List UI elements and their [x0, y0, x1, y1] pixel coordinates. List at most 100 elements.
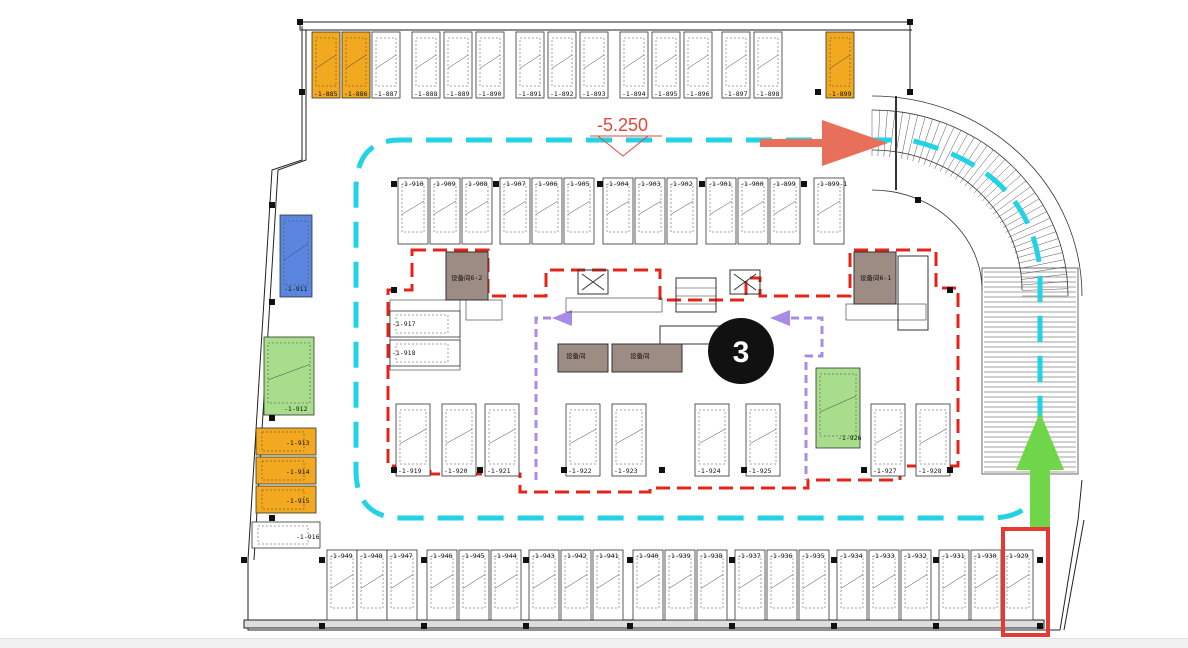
parking-stall[interactable]: -1-895 [651, 31, 681, 99]
stall-label: -1-900 [740, 180, 764, 188]
parking-stall[interactable]: -1-919 [395, 403, 431, 477]
column [815, 89, 821, 95]
parking-stall[interactable]: -1-891 [515, 31, 545, 99]
parking-stall[interactable]: -1-918 [389, 339, 461, 367]
parking-stall[interactable]: -1-900 [737, 177, 769, 245]
parking-stall[interactable]: -1-888 [411, 31, 441, 99]
stall-diagonal [773, 200, 797, 215]
parking-stall[interactable]: -1-907 [499, 177, 531, 245]
parking-stall[interactable]: -1-892 [547, 31, 577, 99]
parking-stall[interactable]: -1-905 [563, 177, 595, 245]
parking-stall[interactable]: -1-925 [745, 403, 781, 477]
parking-stall[interactable]: -1-939 [664, 549, 696, 621]
parking-stall[interactable]: -1-911 [279, 214, 313, 298]
parking-stall[interactable]: -1-927 [870, 403, 906, 477]
stall-car-outline [770, 555, 794, 609]
ramp-hatch-line [901, 113, 911, 159]
parking-stall[interactable]: -1-928 [915, 403, 951, 477]
column [523, 557, 529, 563]
parking-stall[interactable]: -1-889 [443, 31, 473, 99]
parking-stall[interactable]: -1-908 [461, 177, 493, 245]
room-a-label: 设备间 [566, 351, 586, 360]
parking-stall[interactable]: -1-917 [389, 310, 461, 338]
parking-stall[interactable]: -1-899 [825, 31, 855, 99]
parking-stall[interactable]: -1-944 [490, 549, 522, 621]
stall-outline [461, 177, 493, 245]
parking-stall[interactable]: -1-931 [938, 549, 970, 621]
parking-stall[interactable]: -1-901 [705, 177, 737, 245]
stall-diagonal [700, 574, 724, 589]
parking-stall[interactable]: -1-899-1 [813, 177, 847, 245]
stall-car-outline [741, 183, 765, 233]
parking-stall[interactable]: -1-912 [263, 336, 315, 416]
parking-stall[interactable]: -1-897 [721, 31, 751, 99]
parking-stall[interactable]: -1-932 [900, 549, 932, 621]
parking-stall[interactable]: -1-914 [255, 456, 317, 485]
stall-car-outline [615, 409, 643, 465]
stall-label: -1-929 [1005, 552, 1029, 560]
parking-stall[interactable]: -1-902 [666, 177, 698, 245]
stall-label: -1-949 [329, 552, 353, 560]
parking-stall[interactable]: -1-933 [868, 549, 900, 621]
parking-stall[interactable]: -1-922 [565, 403, 601, 477]
stall-outline [632, 549, 664, 621]
stall-label: -1-920 [444, 467, 468, 475]
column [907, 89, 913, 95]
elevation-label: -5.250 [597, 115, 648, 135]
column [597, 181, 603, 187]
parking-stall[interactable]: -1-941 [592, 549, 624, 621]
parking-stall[interactable]: -1-893 [579, 31, 609, 99]
stall-label: -1-944 [493, 552, 517, 560]
parking-stall[interactable]: -1-940 [632, 549, 664, 621]
parking-stall[interactable]: -1-921 [484, 403, 520, 477]
parking-stall[interactable]: -1-949 [326, 549, 358, 621]
parking-stall[interactable]: -1-913 [255, 427, 317, 456]
parking-stall[interactable]: -1-890 [475, 31, 505, 99]
stall-label: -1-911 [284, 285, 308, 293]
stall-outline [371, 31, 401, 99]
parking-stall[interactable]: -1-910 [397, 177, 429, 245]
parking-stall[interactable]: -1-945 [458, 549, 490, 621]
parking-stall[interactable]: -1-924 [694, 403, 730, 477]
parking-stall[interactable]: -1-896 [683, 31, 713, 99]
parking-stall[interactable]: -1-938 [696, 549, 728, 621]
parking-stall[interactable]: -1-898 [753, 31, 783, 99]
parking-stall[interactable]: -1-906 [531, 177, 563, 245]
parking-stall[interactable]: -1-934 [836, 549, 868, 621]
parking-stall[interactable]: -1-946 [426, 549, 458, 621]
highlighted-stall-frame[interactable] [1001, 527, 1050, 637]
parking-stall[interactable]: -1-915 [255, 485, 317, 514]
parking-stall[interactable]: -1-937 [734, 549, 766, 621]
parking-stall[interactable]: -1-916 [251, 521, 321, 549]
parking-stall[interactable]: -1-885 [311, 31, 341, 99]
ramp-hatch-line [895, 112, 903, 158]
stall-label: -1-948 [359, 552, 383, 560]
stall-outline [938, 549, 970, 621]
parking-stall[interactable]: -1-942 [560, 549, 592, 621]
parking-stall[interactable]: -1-943 [528, 549, 560, 621]
stall-diagonal [615, 428, 643, 444]
stairwell [675, 277, 717, 313]
stall-car-outline [583, 37, 605, 87]
stall-outline [970, 549, 1002, 621]
parking-stall[interactable]: -1-920 [441, 403, 477, 477]
parking-stall[interactable]: -1-894 [619, 31, 649, 99]
parking-stall[interactable]: -1-899 [769, 177, 801, 245]
parking-stall[interactable]: -1-947 [386, 549, 418, 621]
parking-stall[interactable]: -1-929 [1002, 549, 1034, 621]
stall-car-outline [636, 555, 660, 609]
stall-outline [458, 549, 490, 621]
parking-stall[interactable]: -1-904 [602, 177, 634, 245]
parking-stall[interactable]: -1-930 [970, 549, 1002, 621]
parking-stall[interactable]: -1-936 [766, 549, 798, 621]
stall-car-outline [709, 183, 733, 233]
parking-stall[interactable]: -1-948 [356, 549, 388, 621]
parking-stall[interactable]: -1-887 [371, 31, 401, 99]
parking-stall[interactable]: -1-926 [815, 367, 862, 449]
stall-car-outline [465, 183, 489, 233]
parking-stall[interactable]: -1-923 [611, 403, 647, 477]
parking-stall[interactable]: -1-886 [341, 31, 371, 99]
parking-stall[interactable]: -1-903 [634, 177, 666, 245]
parking-stall[interactable]: -1-909 [429, 177, 461, 245]
parking-stall[interactable]: -1-935 [798, 549, 830, 621]
